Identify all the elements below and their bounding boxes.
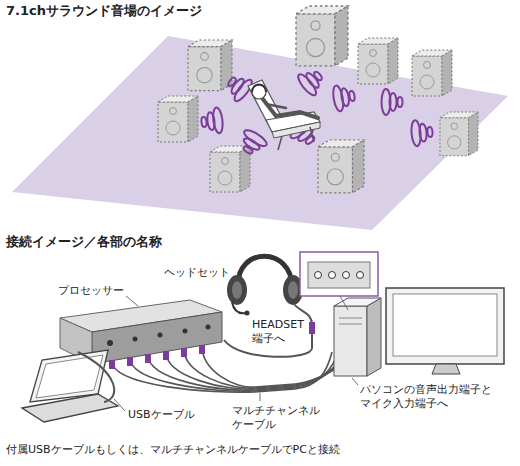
laptop [22,350,118,422]
monitor [386,288,504,374]
part-name: USBケーブル [128,408,195,422]
sound-waves [200,64,434,159]
floor [12,36,508,230]
connector-note: パソコンの音声出力端子と マイク入力端子へ [360,383,510,411]
headset [227,256,303,315]
listener-in-chair [248,80,320,150]
usb-cable [78,352,114,402]
connector-note: HEADSET 端子へ [252,318,310,346]
part-name: ヘッドセット [164,266,230,280]
speakers [158,6,478,193]
part-name: マルチチャンネル ケーブル [232,404,332,432]
section-heading: 接続イメージ／各部の名称 [6,234,162,250]
section-title: 7.1chサラウンド音場のイメージ [6,3,202,19]
multichannel-cable [112,337,367,392]
cable-plugs [109,345,205,369]
port-inset [300,252,378,310]
pc-tower [334,298,381,376]
headset-plug [309,322,315,334]
part-name: プロセッサー [58,284,124,298]
caption: 付属USBケーブルもしくは、マルチチャンネルケーブルでPCと接続 [6,443,340,457]
headset-cable [224,304,312,357]
leader-lines [114,296,358,411]
